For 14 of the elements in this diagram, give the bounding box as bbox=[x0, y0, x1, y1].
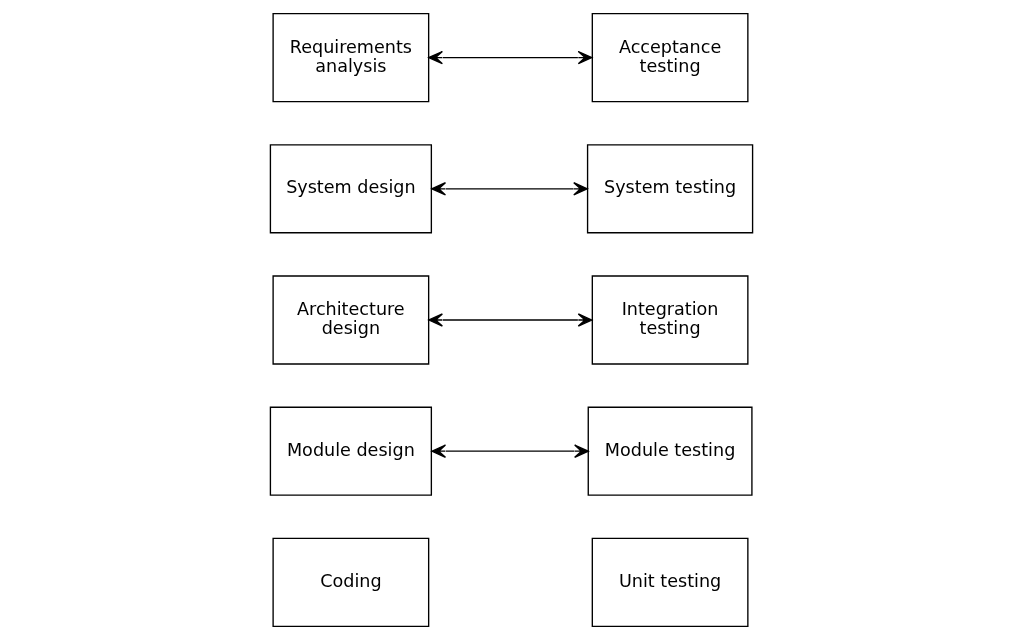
node-box: Acceptance testing bbox=[591, 12, 749, 103]
arrow bbox=[431, 182, 588, 196]
node-box: Unit testing bbox=[591, 537, 749, 628]
node-box: System testing bbox=[586, 144, 754, 234]
node-box: Architecture design bbox=[272, 275, 430, 365]
node-box: System design bbox=[269, 144, 433, 234]
node-box: Module design bbox=[269, 406, 433, 496]
arrow bbox=[428, 50, 593, 65]
node-box: Coding bbox=[272, 537, 430, 628]
arrow bbox=[428, 313, 593, 327]
node-box: Integration testing bbox=[591, 275, 749, 365]
arrow bbox=[431, 444, 589, 458]
node-box: Requirements analysis bbox=[272, 12, 430, 103]
node-box: Module testing bbox=[587, 406, 753, 496]
